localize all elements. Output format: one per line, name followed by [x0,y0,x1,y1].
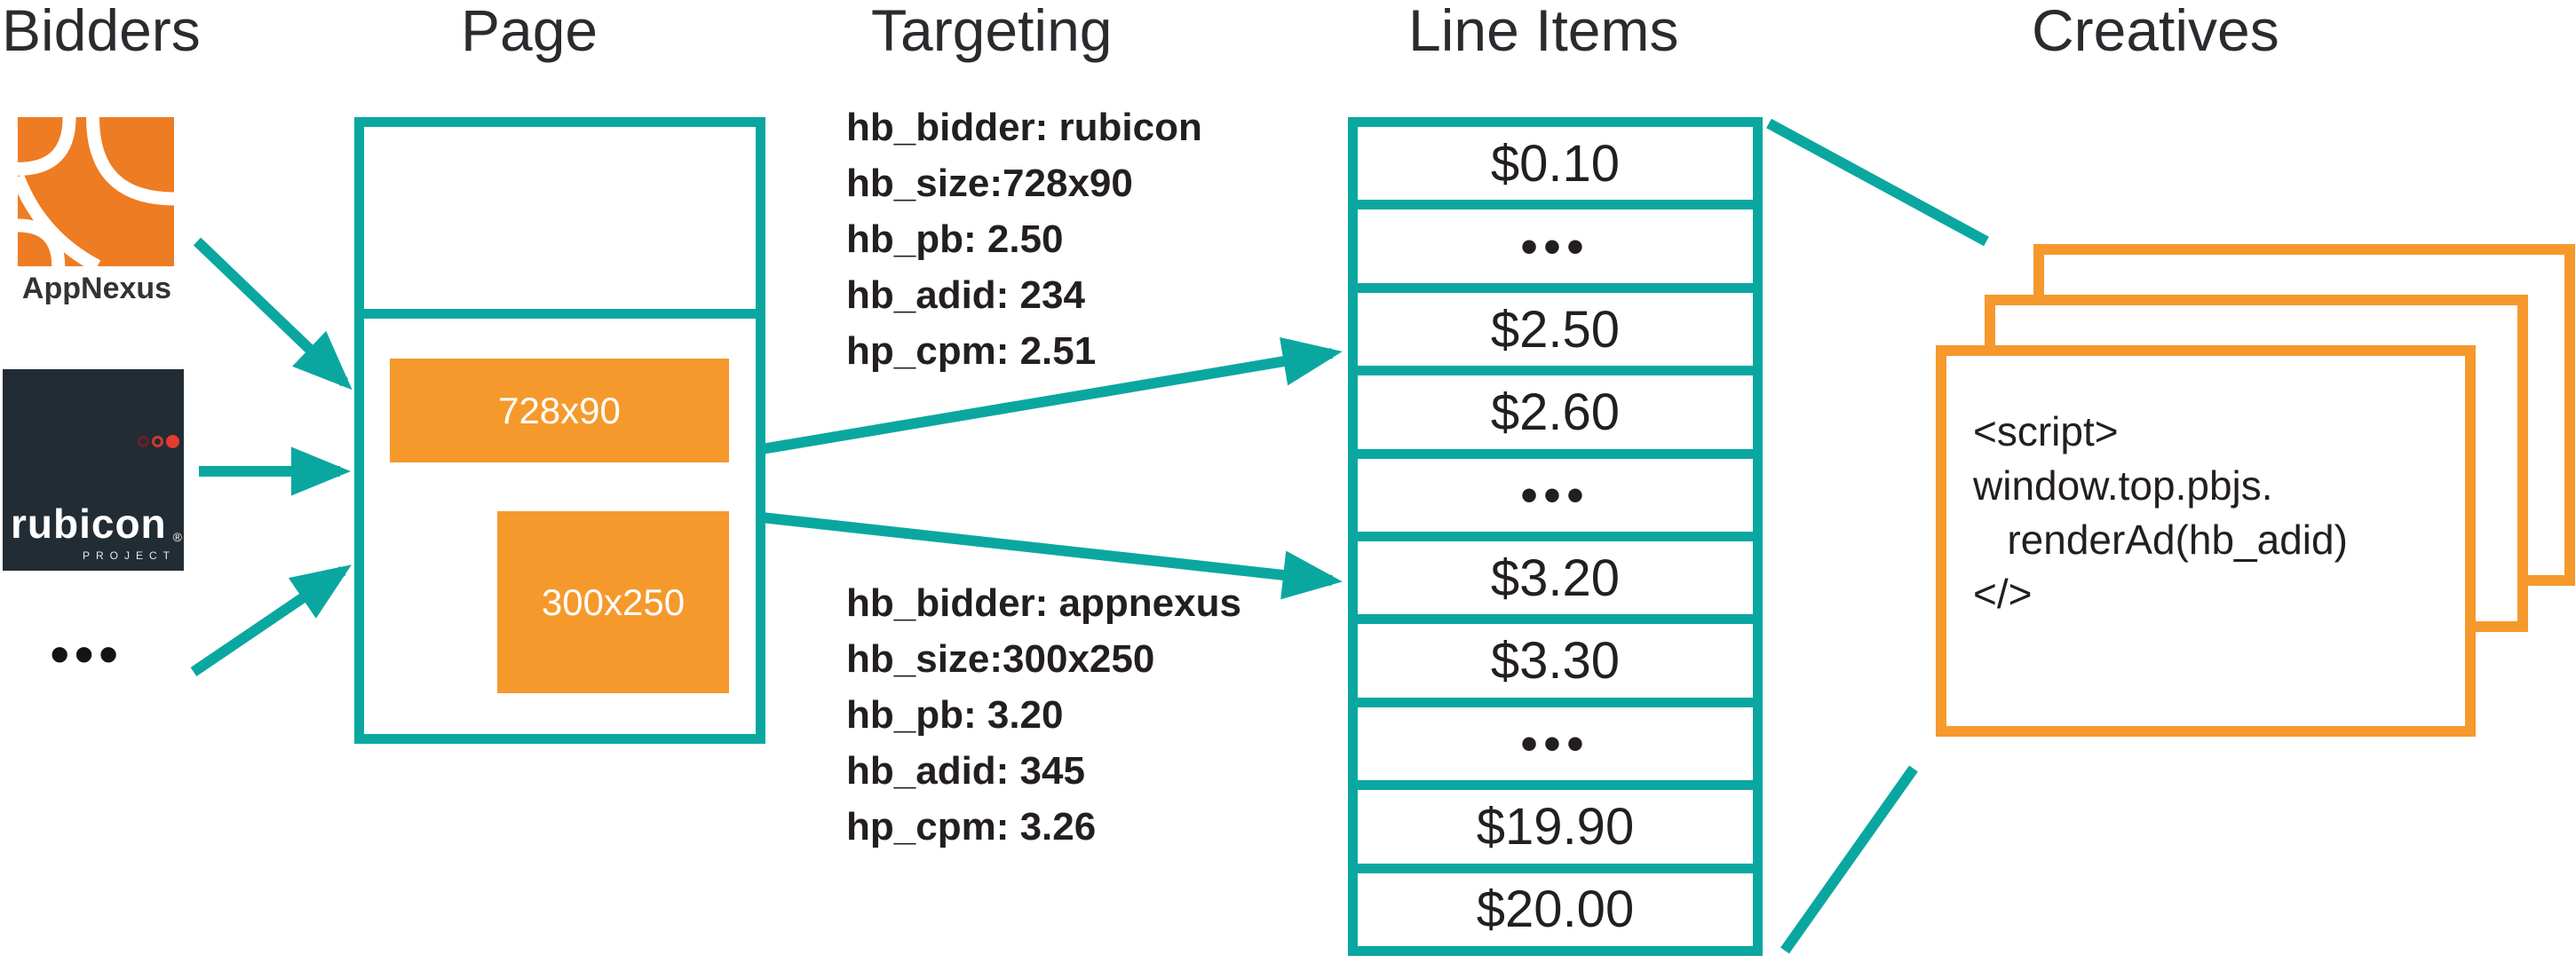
code-line: </> [1973,571,2033,617]
targeting-line: hb_size:728x90 [846,162,1133,205]
line-items-table: $0.10 ••• $2.50 $2.60 ••• $3.20 $3.30 ••• $19.90… [1348,117,1763,956]
title-targeting: Targeting [871,0,1113,63]
line-item-row: ••• [1358,458,1753,533]
code-line: window.top.pbjs. [1973,462,2273,509]
targeting-line: hb_pb: 2.50 [846,217,1064,261]
appnexus-logo-icon [18,117,174,266]
line-item-row: $2.50 [1358,292,1753,367]
rubicon-project-label: PROJECT [82,549,176,562]
line-item-row: $0.10 [1358,127,1753,201]
creative-render-script: <script> window.top.pbjs. renderAd(hb_adi… [1973,405,2348,621]
line-item-row: $20.00 [1358,872,1753,947]
rubicon-logo: rubicon ® PROJECT [3,369,184,571]
ad-slot-728x90: 728x90 [390,359,729,462]
creative-card-front: <script> window.top.pbjs. renderAd(hb_adi… [1936,345,2476,737]
targeting-block-rubicon: hb_bidder: rubicon hb_size:728x90 hb_pb: 2… [846,99,1264,379]
targeting-line: hb_size:300x250 [846,637,1155,681]
targeting-line: hb_pb: 3.20 [846,693,1064,737]
more-bidders-ellipsis: ••• [50,622,123,686]
arrow-appnexus-to-page [193,237,353,391]
connector-line-items-bottom-to-creatives [1780,765,1918,954]
targeting-line: hp_cpm: 3.26 [846,805,1097,849]
targeting-line: hb_adid: 234 [846,273,1085,317]
connector-line-items-top-to-creatives [1766,118,1989,247]
title-line-items: Line Items [1408,0,1679,63]
rubicon-dots-icon [135,435,179,448]
title-creatives: Creatives [2032,0,2279,63]
title-bidders: Bidders [2,0,201,63]
targeting-line: hb_adid: 345 [846,749,1085,793]
targeting-line: hp_cpm: 2.51 [846,329,1097,373]
line-item-row: ••• [1358,209,1753,283]
line-item-row: ••• [1358,706,1753,781]
ad-slot-300x250: 300x250 [497,511,729,693]
rubicon-wordmark: rubicon [11,501,167,547]
arrow-page-to-line-item-320 [761,512,1343,600]
targeting-block-appnexus: hb_bidder: appnexus hb_size:300x250 hb_pb:… [846,575,1264,855]
appnexus-label: AppNexus [21,272,172,305]
line-item-row: $3.20 [1358,541,1753,615]
line-item-row: $19.90 [1358,790,1753,864]
page-wireframe: 728x90 300x250 [354,117,765,744]
code-line: <script> [1973,408,2119,454]
arrow-more-bidders-to-page [190,564,352,676]
line-item-row: $3.30 [1358,624,1753,698]
line-item-row: $2.60 [1358,375,1753,449]
targeting-line: hb_bidder: rubicon [846,106,1202,149]
title-page: Page [461,0,598,63]
page-header-divider [364,309,756,319]
rubicon-registered-mark: ® [172,530,182,544]
code-line: renderAd(hb_adid) [1973,517,2348,563]
targeting-line: hb_bidder: appnexus [846,581,1241,625]
